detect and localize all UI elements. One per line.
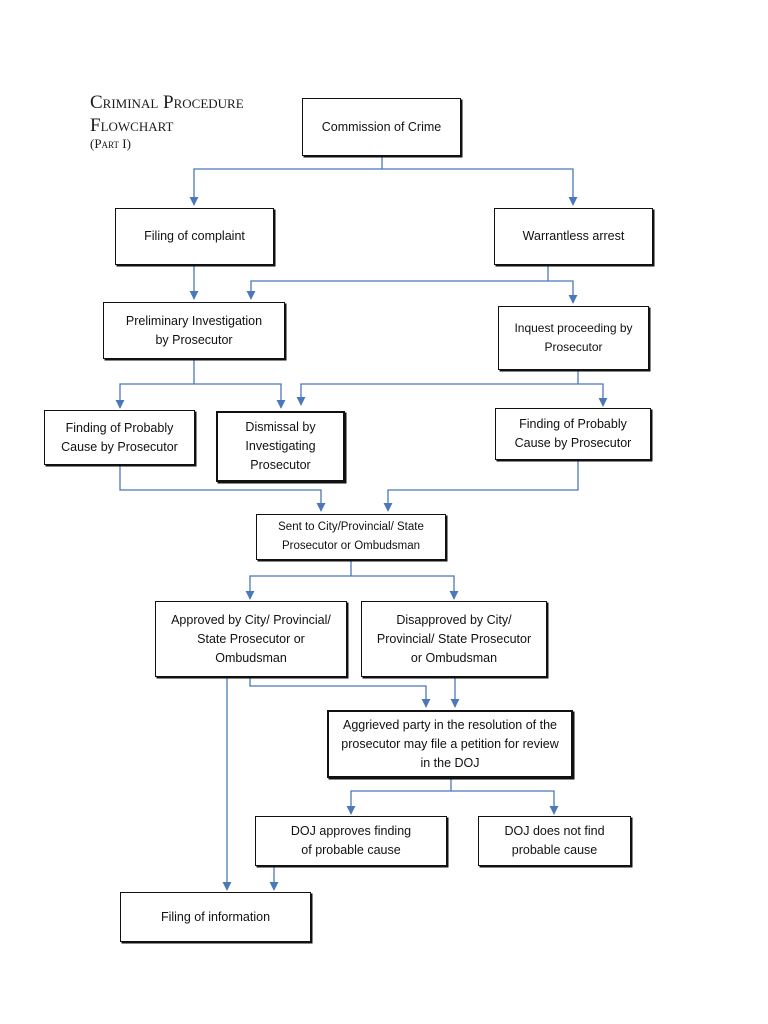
title-line-2: Flowchart <box>90 115 174 136</box>
node-doj-does-not-find: DOJ does not find probable cause <box>478 816 631 866</box>
connector-aggrieved-to-doj-not-find <box>451 790 559 815</box>
node-approved: Approved by City/ Provincial/ State Pros… <box>155 601 347 677</box>
node-warrantless-arrest: Warrantless arrest <box>494 208 653 265</box>
node-preliminary-investigation: Preliminary Investigation by Prosecutor <box>103 302 285 359</box>
connector-pi-to-dismissal <box>194 383 286 409</box>
title-line-3: (Part I) <box>90 136 131 151</box>
node-finding-probable-cause-right: Finding of Probably Cause by Prosecutor <box>495 408 651 460</box>
node-filing-of-complaint: Filing of complaint <box>115 208 274 265</box>
node-doj-approves: DOJ approves finding of probable cause <box>255 816 447 866</box>
node-finding-probable-cause-left: Finding of Probably Cause by Prosecutor <box>44 410 195 465</box>
node-inquest-proceeding: Inquest proceeding by Prosecutor <box>498 306 649 370</box>
node-filing-of-information: Filing of information <box>120 892 311 942</box>
node-dismissal: Dismissal by Investigating Prosecutor <box>216 411 345 482</box>
node-aggrieved-party: Aggrieved party in the resolution of the… <box>327 710 573 778</box>
node-commission-of-crime: Commission of Crime <box>302 98 461 156</box>
connector-aggrieved-to-doj-approves <box>346 790 451 815</box>
connector-sent-to-approved <box>245 575 351 600</box>
connector-commission-to-complaint <box>189 168 382 206</box>
connector-inquest-to-finding-right <box>578 383 608 407</box>
diagram-title: Criminal Procedure Flowchart (Part I) <box>90 93 244 150</box>
connector-finding-left-to-sent <box>119 465 326 512</box>
connector-approved-to-aggrieved <box>249 677 431 708</box>
connector-finding-right-to-sent <box>383 460 579 512</box>
title-line-1: Criminal Procedure <box>90 92 244 113</box>
connector-warrantless-to-inquest <box>548 280 578 304</box>
connector-inquest-to-dismissal <box>296 383 578 406</box>
connector-sent-to-disapproved <box>351 575 459 600</box>
connector-pi-to-finding-left <box>115 383 194 409</box>
node-sent-to-prosecutor: Sent to City/Provincial/ State Prosecuto… <box>256 514 446 560</box>
node-disapproved: Disapproved by City/ Provincial/ State P… <box>361 601 547 677</box>
connector-commission-to-warrantless <box>382 168 578 206</box>
connector-warrantless-to-pi <box>246 280 548 300</box>
